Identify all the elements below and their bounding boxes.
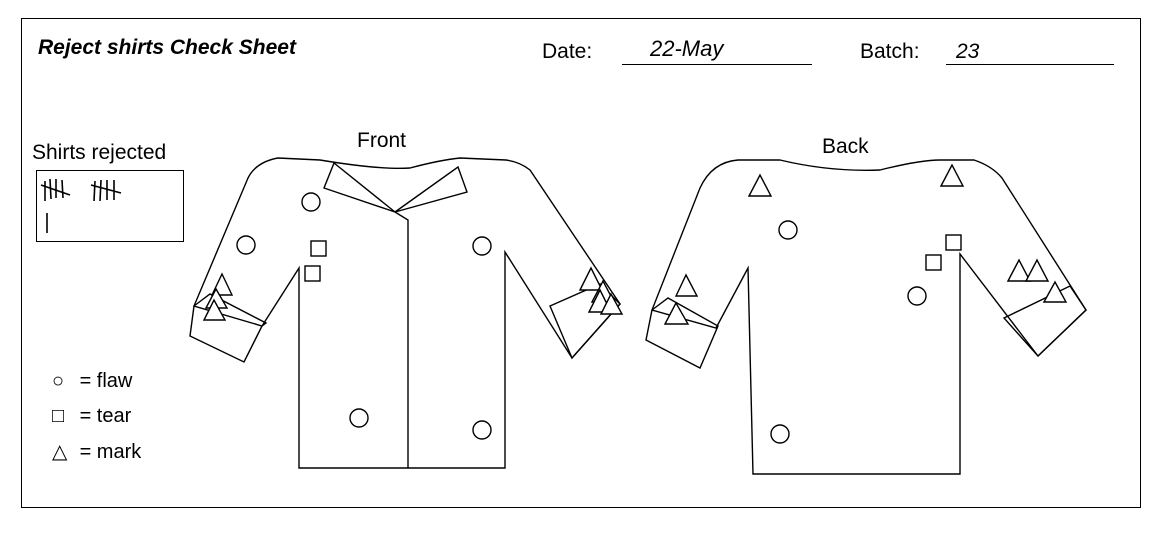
triangle-icon: △ (52, 441, 68, 463)
flaw-marker (349, 408, 369, 428)
batch-label: Batch: (860, 40, 920, 63)
mark-marker (674, 273, 699, 297)
flaw-marker (472, 420, 492, 440)
tally-stroke (99, 179, 102, 202)
mark-marker (1042, 280, 1068, 303)
front-right-cuff (549, 283, 621, 360)
date-underline (622, 64, 812, 65)
flaw-marker (472, 236, 492, 256)
tear-marker (945, 234, 962, 251)
flaw-marker (770, 424, 790, 444)
legend-mark-text: = mark (79, 441, 142, 463)
front-shirt-outline (193, 157, 621, 469)
back-left-cuff (645, 297, 719, 369)
mark-marker (747, 173, 773, 197)
tear-marker (304, 265, 321, 282)
tally-stroke (93, 180, 96, 202)
back-shirt (645, 159, 1087, 475)
legend-tear: □ = tear (52, 406, 131, 426)
legend-flaw-text: = flaw (79, 370, 133, 392)
flaw-marker (301, 192, 321, 212)
date-value: 22-May (650, 36, 724, 61)
flaw-marker (236, 235, 256, 255)
front-label: Front (357, 129, 407, 152)
mark-marker (1006, 258, 1032, 282)
mark-marker (1024, 258, 1050, 282)
tear-marker (310, 240, 327, 257)
front-left-cuff (189, 293, 268, 363)
circle-icon: ○ (52, 370, 65, 392)
mark-marker (578, 266, 604, 291)
back-label: Back (822, 135, 869, 158)
batch-underline (946, 64, 1114, 65)
tally-stroke (61, 179, 64, 199)
tear-marker (925, 254, 942, 271)
tally-marks (40, 178, 122, 233)
mark-marker (202, 298, 227, 321)
mark-marker (599, 292, 624, 315)
front-placket-top (394, 211, 409, 228)
legend-mark: △ = mark (52, 442, 141, 462)
flaw-marker (907, 286, 927, 306)
mark-marker (939, 163, 965, 187)
tally-stroke (40, 184, 71, 196)
flaw-marker (778, 220, 798, 240)
legend-tear-text: = tear (79, 405, 132, 427)
legend-flaw: ○ = flaw (52, 371, 132, 391)
front-shirt (189, 157, 621, 469)
date-label: Date: (542, 40, 593, 63)
back-right-cuff (1002, 285, 1087, 358)
tally-stroke (90, 184, 122, 194)
sheet-title: Reject shirts Check Sheet (38, 36, 296, 59)
back-shirt-outline (651, 159, 1087, 475)
shirts-rejected-label: Shirts rejected (32, 141, 167, 164)
collar-left (323, 161, 396, 213)
square-icon: □ (52, 405, 65, 427)
check-sheet: Reject shirts Check Sheet Date: 22-May B… (21, 18, 1141, 508)
tally-box (36, 170, 184, 242)
batch-value: 23 (956, 40, 980, 63)
mark-marker (663, 301, 690, 325)
collar-right (394, 165, 468, 213)
